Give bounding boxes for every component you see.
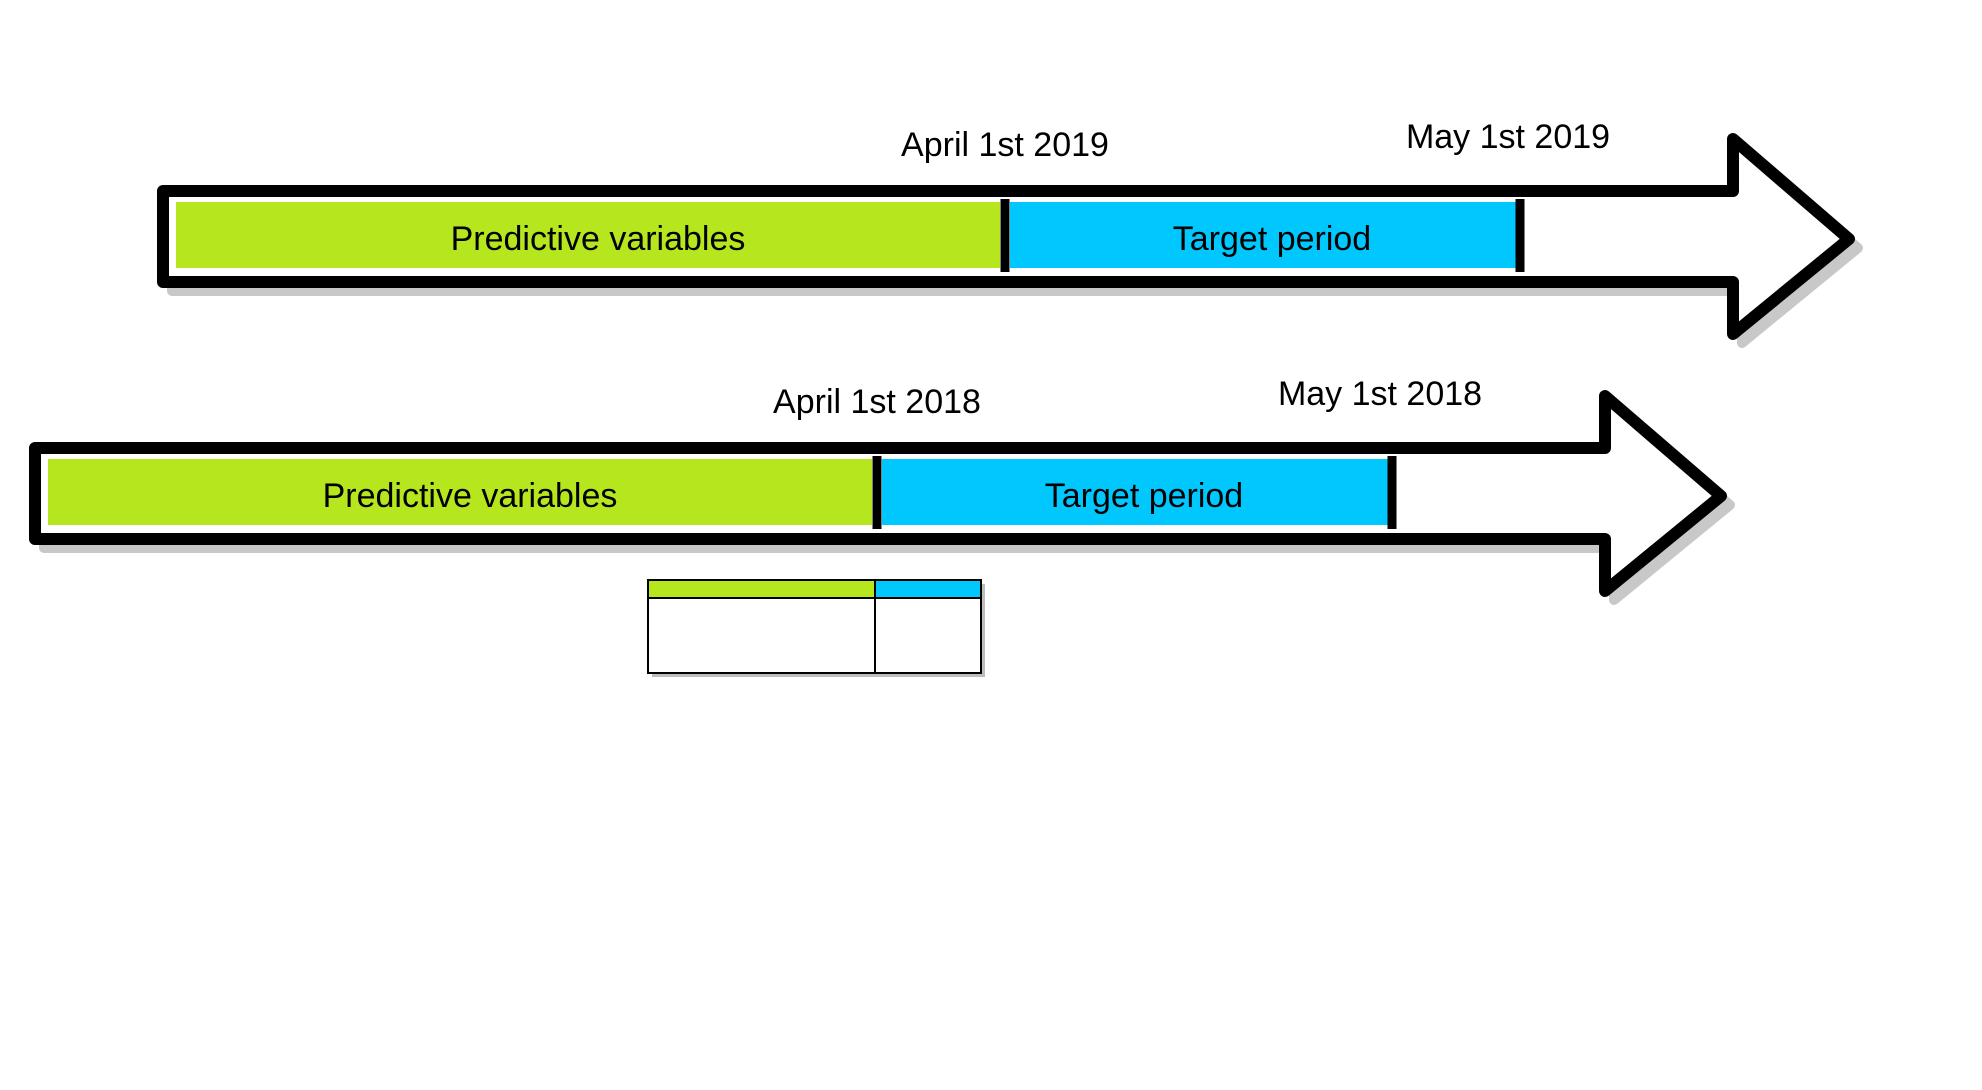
- segment-label-predictive-2019: Predictive variables: [451, 220, 746, 258]
- segment-label-predictive-2018: Predictive variables: [323, 477, 618, 515]
- segment-label-target-2019: Target period: [1173, 220, 1371, 258]
- segment-label-target-2018: Target period: [1045, 477, 1243, 515]
- data-table: [647, 579, 985, 677]
- segment-target-2018: [882, 459, 1388, 525]
- timeline-2018: Predictive variables Target period April…: [29, 375, 1735, 605]
- date-end-2018: May 1st 2018: [1278, 375, 1482, 413]
- timeline-2019: Predictive variables Target period April…: [157, 118, 1863, 348]
- segment-predictive-2019: [176, 202, 1000, 268]
- date-start-2018: April 1st 2018: [773, 383, 981, 421]
- date-start-2019: April 1st 2019: [901, 126, 1109, 164]
- table-header-predictive: [647, 579, 876, 599]
- segment-target-2019: [1010, 202, 1516, 268]
- segment-predictive-2018: [48, 459, 872, 525]
- date-end-2019: May 1st 2019: [1406, 118, 1610, 156]
- table-header-target: [874, 579, 982, 599]
